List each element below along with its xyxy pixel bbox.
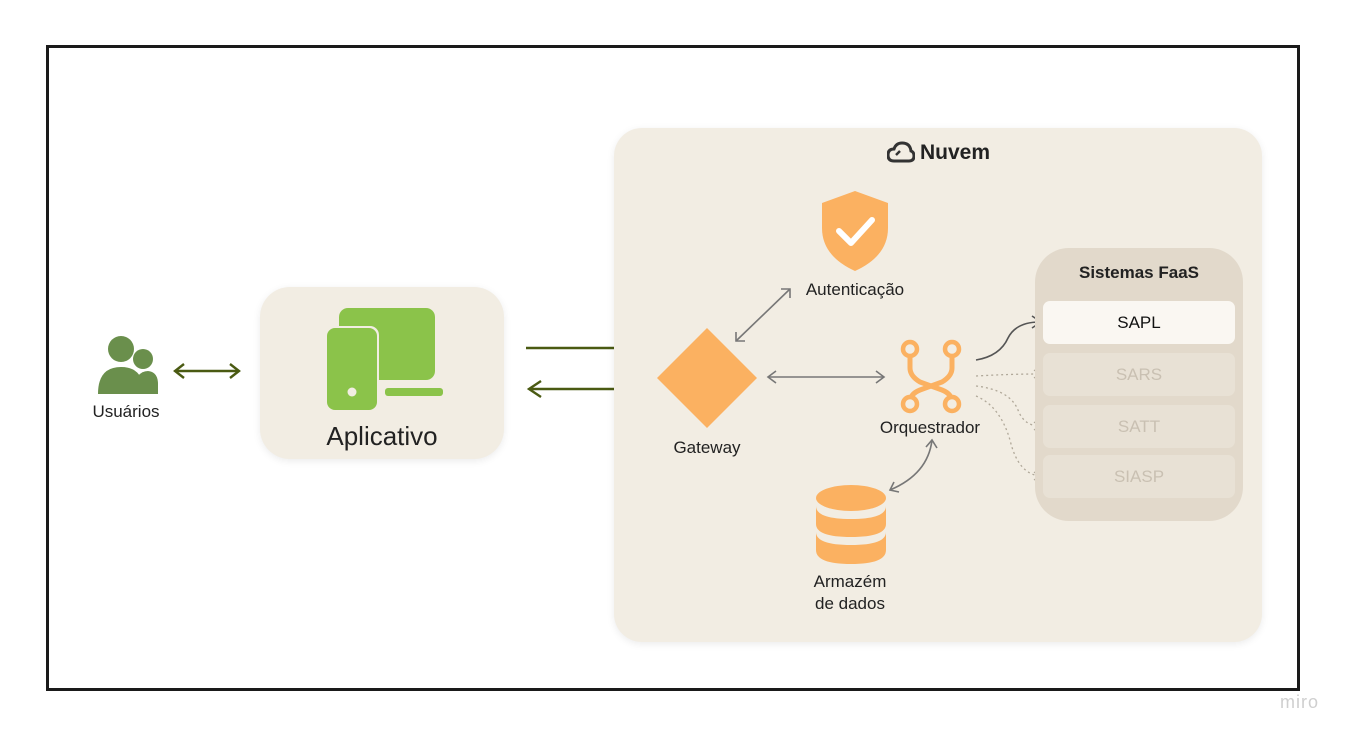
orchestrator-icon — [900, 339, 962, 414]
diagram-frame — [46, 45, 1300, 691]
users-icon — [98, 336, 158, 394]
gateway-auth-arrow — [735, 288, 791, 342]
auth-label: Autenticação — [805, 280, 905, 299]
gateway-diamond-icon — [657, 328, 757, 428]
cloud-title: Nuvem — [920, 141, 991, 164]
faas-item-siasp: SIASP — [1043, 455, 1235, 498]
miro-watermark: miro — [1280, 692, 1319, 712]
app-label: Aplicativo — [326, 421, 438, 451]
storage-label: Armazém de dados — [790, 571, 910, 615]
shield-check-icon — [822, 191, 888, 271]
faas-item-satt: SATT — [1043, 405, 1235, 448]
faas-item-sars: SARS — [1043, 353, 1235, 396]
storage-label-line2: de dados — [815, 594, 885, 613]
orchestrator-label: Orquestrador — [879, 418, 981, 437]
gateway-label: Gateway — [673, 438, 741, 457]
users-label: Usuários — [92, 402, 160, 421]
faas-item-sapl: SAPL — [1043, 301, 1235, 344]
faas-title: Sistemas FaaS — [1078, 263, 1199, 282]
storage-label-line1: Armazém — [813, 572, 887, 591]
devices-icon — [325, 308, 443, 410]
users-app-arrow — [173, 363, 241, 379]
gateway-orchestrator-arrow — [766, 370, 886, 384]
cloud-icon — [887, 141, 915, 163]
orchestrator-storage-arrow — [888, 438, 938, 493]
database-icon — [816, 485, 886, 564]
